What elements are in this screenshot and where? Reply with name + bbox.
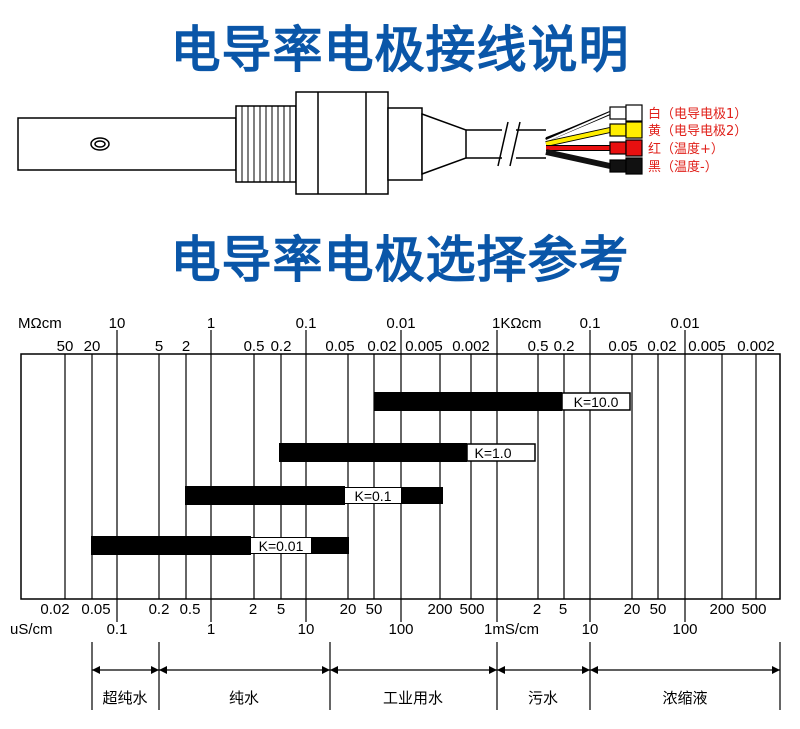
bottom-scale-labels: 0.02 0.05 0.2 0.5 2 5 20 50 200 500 2 5 …	[10, 601, 767, 638]
range-wastewater: 污水	[528, 689, 558, 707]
bottom-unit-right: 1mS/cm	[484, 621, 539, 638]
scale-gridlines	[64, 330, 757, 622]
bottom-minor-label: 20	[340, 601, 357, 618]
bottom-minor-label: 5	[559, 601, 567, 618]
k-bar-0-01	[91, 536, 251, 555]
bottom-minor-label: 2	[249, 601, 257, 618]
bottom-major-label: 10	[298, 621, 315, 638]
k-bar-1	[279, 443, 467, 462]
top-minor-label: 0.05	[325, 338, 354, 355]
bottom-minor-label: 5	[277, 601, 285, 618]
top-major-label: 0.01	[386, 315, 415, 332]
k-label-10: K=10.0	[574, 394, 619, 410]
bottom-minor-label: 200	[709, 601, 734, 618]
top-minor-label: 0.05	[608, 338, 637, 355]
top-minor-label: 0.5	[528, 338, 549, 355]
top-minor-label: 5	[155, 338, 163, 355]
bottom-minor-label: 20	[624, 601, 641, 618]
top-minor-label: 0.002	[452, 338, 490, 355]
k-label-0-01: K=0.01	[259, 538, 304, 554]
bottom-minor-label: 200	[427, 601, 452, 618]
top-minor-label: 0.005	[405, 338, 443, 355]
k-bars: K=10.0 K=1.0 K=0.1 K=0.01	[91, 392, 631, 555]
k-label-0-1: K=0.1	[355, 488, 392, 504]
top-minor-label: 0.2	[554, 338, 575, 355]
top-minor-label: 50	[57, 338, 74, 355]
wire-legend: 白（电导电极1） 黄（电导电极2） 红（温度+） 黑（温度-）	[648, 106, 747, 175]
bottom-minor-label: 500	[459, 601, 484, 618]
k-bar-10	[374, 392, 562, 411]
top-minor-label: 0.5	[244, 338, 265, 355]
thread-lines	[241, 106, 291, 182]
wiring-title: 电导率电极接线说明	[170, 21, 630, 79]
top-scale-labels: MΩcm 1KΩcm 10 1 0.1 0.01 0.1 0.01 50 20 …	[18, 315, 775, 355]
bottom-minor-label: 2	[533, 601, 541, 618]
bottom-minor-label: 50	[366, 601, 383, 618]
range-pure: 纯水	[229, 689, 259, 707]
top-minor-label: 0.02	[647, 338, 676, 355]
cable-break-icon	[497, 121, 521, 167]
bottom-minor-label: 0.05	[81, 601, 110, 618]
electrode-body	[17, 91, 546, 195]
k-label-1: K=1.0	[475, 445, 512, 461]
top-major-label: 0.01	[670, 315, 699, 332]
bottom-major-label: 100	[672, 621, 697, 638]
bottom-unit-left: uS/cm	[10, 621, 53, 638]
bottom-minor-label: 500	[741, 601, 766, 618]
wire-label-yellow: 黄（电导电极2）	[648, 124, 747, 139]
k-bar-0-1	[185, 486, 345, 505]
range-ultrapure: 超纯水	[102, 689, 147, 707]
wire-label-white: 白（电导电极1）	[648, 106, 747, 122]
wire-label-red: 红（温度+）	[648, 141, 724, 157]
range-industrial: 工业用水	[383, 689, 443, 707]
top-minor-label: 20	[84, 338, 101, 355]
top-minor-label: 0.02	[367, 338, 396, 355]
top-unit-right: 1KΩcm	[492, 315, 542, 332]
top-minor-label: 0.005	[688, 338, 726, 355]
range-brackets	[91, 642, 781, 710]
bottom-major-label: 10	[582, 621, 599, 638]
selection-title: 电导率电极选择参考	[170, 231, 630, 289]
top-major-label: 10	[109, 315, 126, 332]
top-unit-left: MΩcm	[18, 315, 62, 332]
top-minor-label: 2	[182, 338, 190, 355]
bottom-major-label: 0.1	[107, 621, 128, 638]
bottom-minor-label: 50	[650, 601, 667, 618]
range-labels: 超纯水 纯水 工业用水 污水 浓缩液	[102, 689, 707, 707]
top-major-label: 0.1	[580, 315, 601, 332]
bottom-minor-label: 0.2	[149, 601, 170, 618]
wire-group	[545, 111, 628, 169]
range-concentrate: 浓缩液	[662, 689, 707, 707]
wire-label-black: 黑（温度-）	[648, 159, 718, 175]
bottom-major-label: 100	[388, 621, 413, 638]
top-minor-label: 0.002	[737, 338, 775, 355]
wire-terminals	[609, 104, 643, 175]
bottom-minor-label: 0.02	[40, 601, 69, 618]
top-minor-label: 0.2	[271, 338, 292, 355]
bottom-major-label: 1	[207, 621, 215, 638]
top-major-label: 0.1	[296, 315, 317, 332]
bottom-minor-label: 0.5	[180, 601, 201, 618]
top-major-label: 1	[207, 315, 215, 332]
